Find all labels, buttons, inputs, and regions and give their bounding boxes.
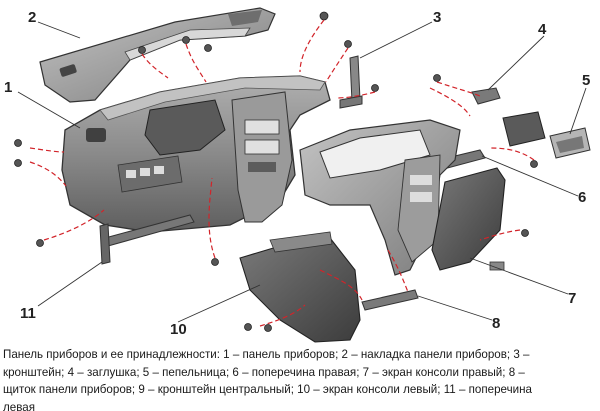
callout-2: 2	[28, 9, 37, 26]
callout-11: 11	[20, 305, 36, 322]
part-central-bracket	[361, 289, 419, 311]
part-bracket	[339, 55, 363, 109]
callout-10: 10	[170, 321, 187, 338]
callout-3: 3	[433, 9, 442, 26]
callout-6: 6	[578, 189, 587, 206]
caption-line-2: кронштейн; 4 – заглушка; 5 – пепельница;…	[3, 365, 525, 379]
part-instrument-panel	[61, 75, 331, 233]
assembly-guide-lines	[29, 19, 535, 327]
part-dashboard-trim	[39, 7, 276, 103]
caption-line-3: щиток панели приборов; 9 – кронштейн цен…	[3, 383, 532, 396]
caption-line-4: левая	[3, 400, 35, 411]
leader-lines	[17, 21, 587, 323]
dashboard-exploded-diagram	[14, 7, 591, 343]
callout-7: 7	[568, 290, 577, 307]
part-left-console-screen	[239, 231, 361, 343]
part-left-crossbar	[99, 214, 195, 265]
part-cap	[471, 87, 501, 105]
part-ashtray	[502, 111, 591, 159]
callout-8: 8	[492, 315, 501, 332]
caption-line-1: Панель приборов и ее принадлежности: 1 –…	[3, 348, 530, 361]
fasteners	[14, 11, 538, 332]
figure-caption: Панель приборов и ее принадлежности: 1 –…	[3, 346, 597, 411]
callout-5: 5	[582, 72, 591, 89]
callout-4: 4	[538, 21, 547, 38]
callout-1: 1	[4, 79, 13, 96]
part-dash-shield	[299, 119, 461, 276]
part-right-console-screen	[431, 167, 506, 271]
